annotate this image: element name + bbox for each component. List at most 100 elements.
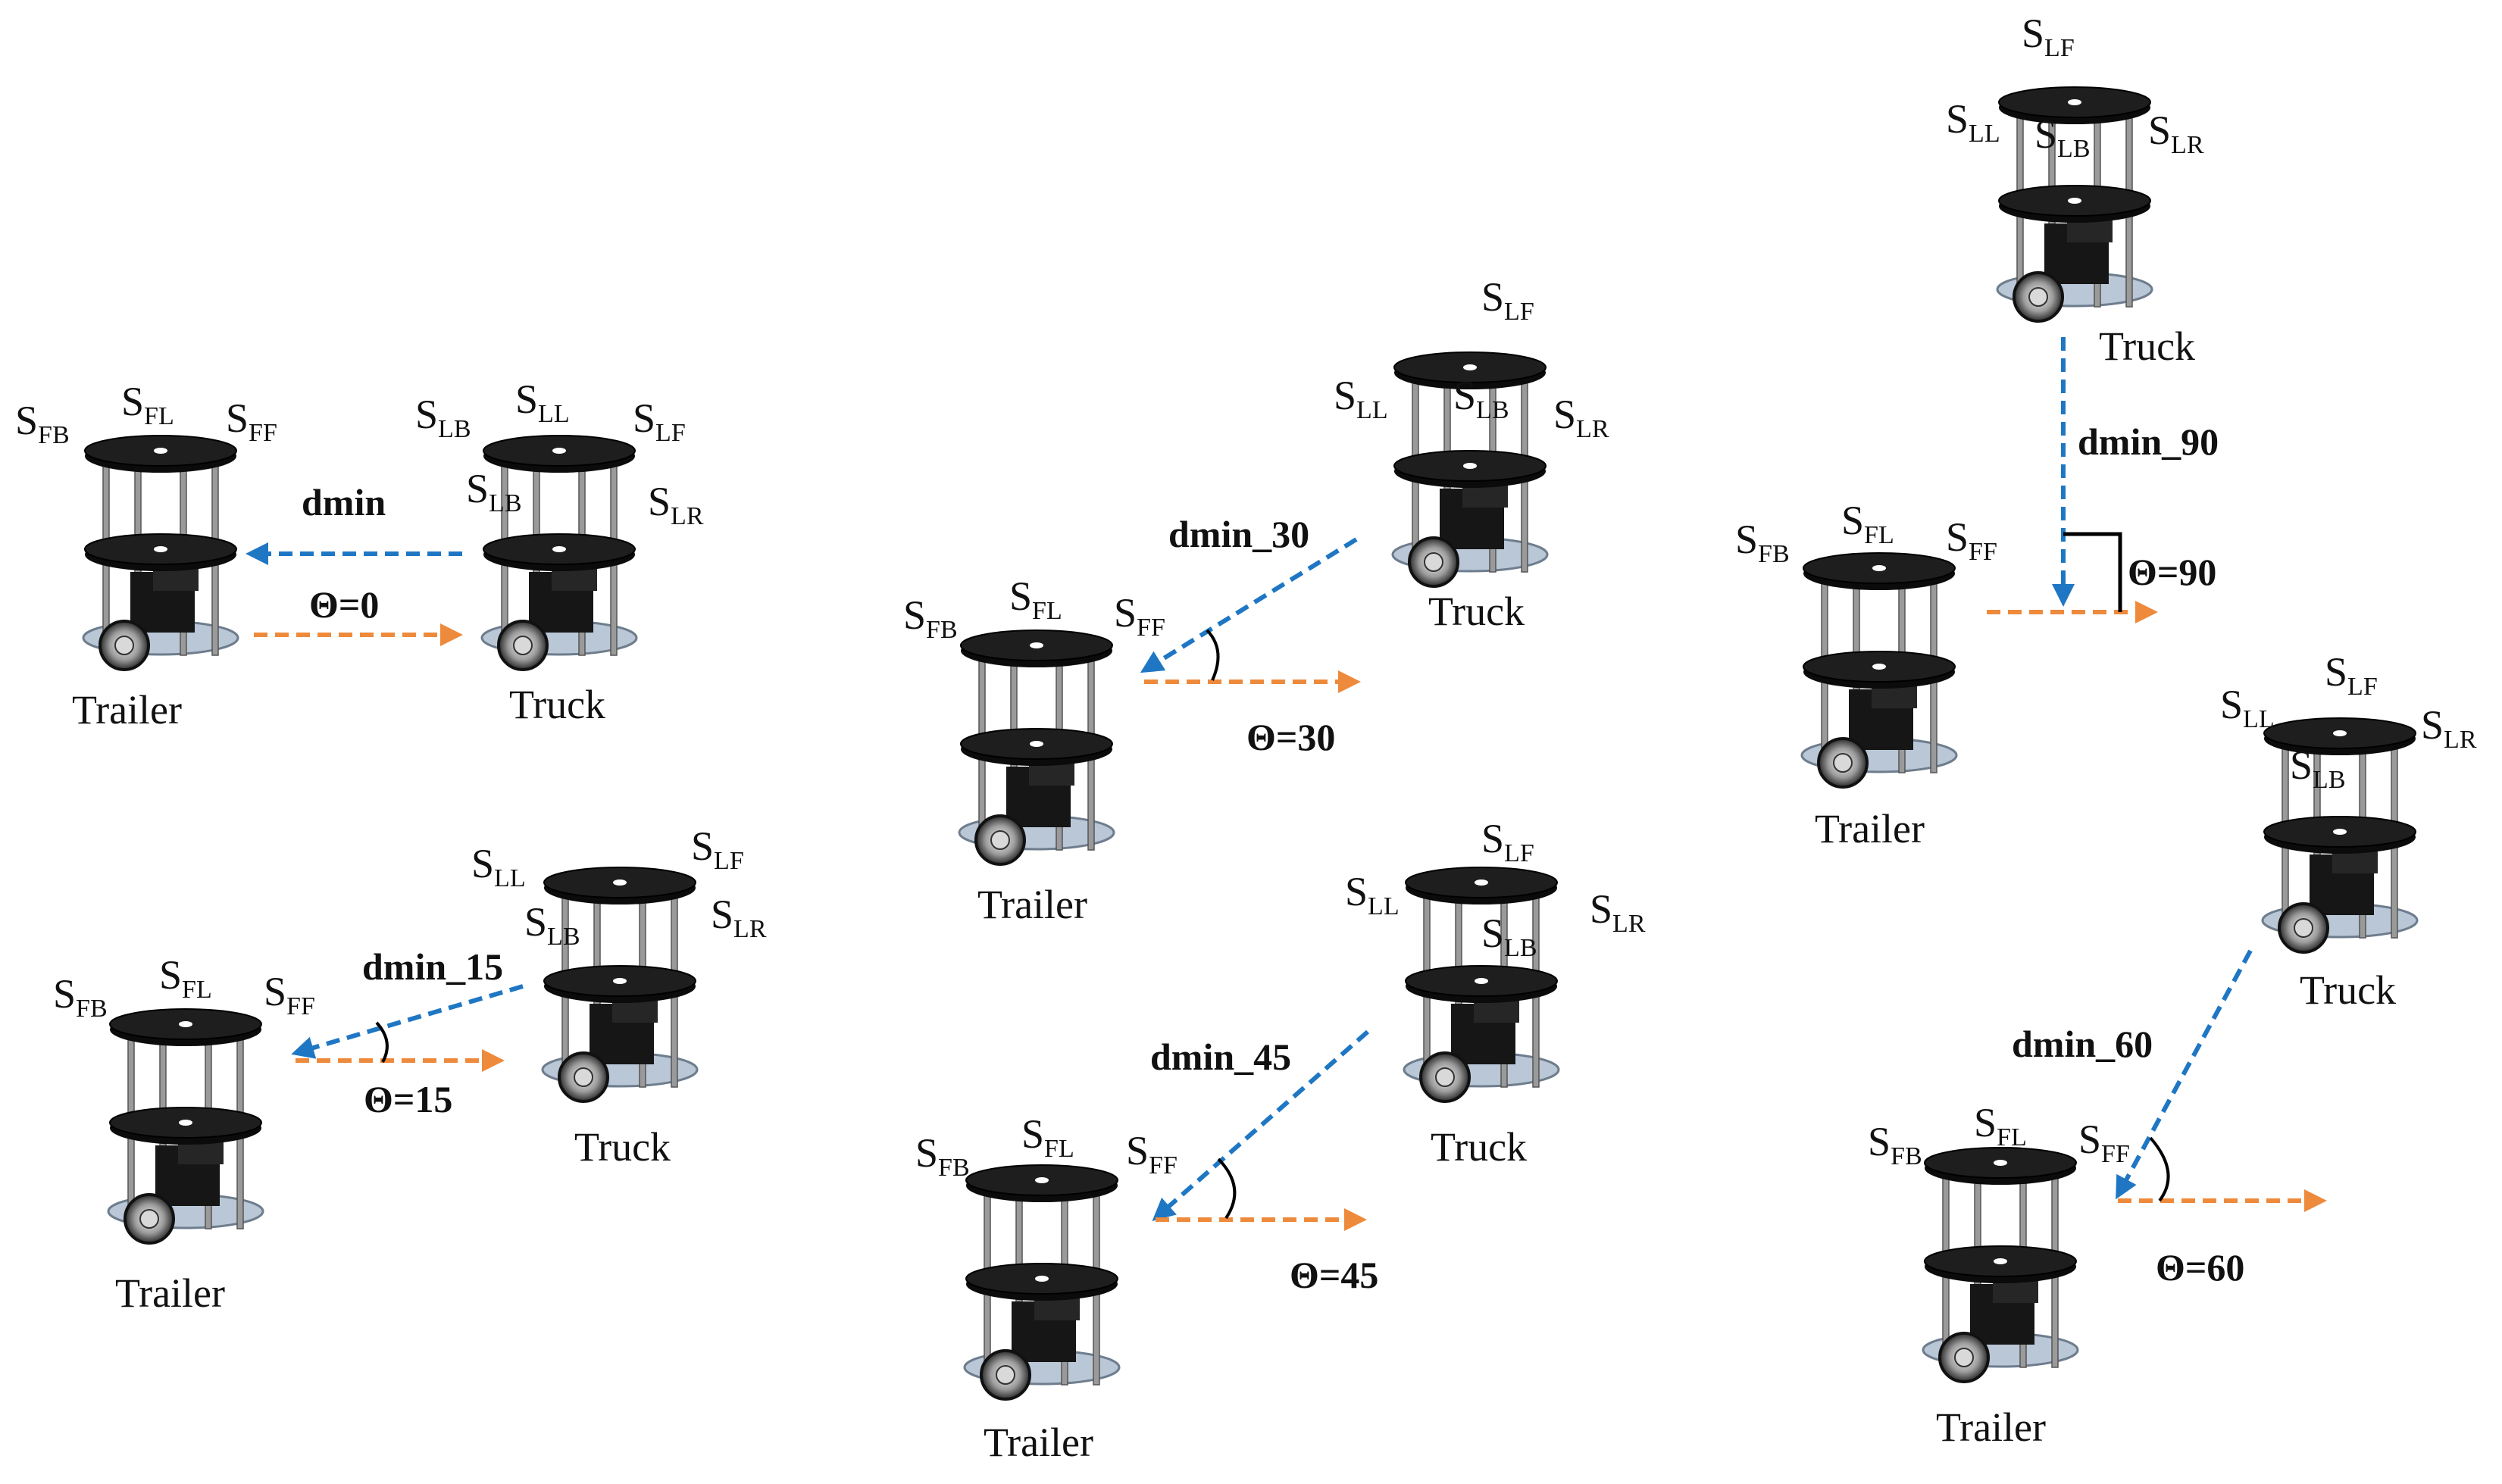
sensor-subscript: LB: [2313, 766, 2345, 794]
trailer-theta60-sensor-fb: SFB: [1868, 1119, 1922, 1170]
sensor-subscript: LL: [1368, 892, 1400, 920]
truck-theta15-sensor-lr: SLR: [711, 892, 767, 943]
angle-arc-theta45: [1217, 1158, 1237, 1220]
angle-label-theta90: Θ=90: [2128, 551, 2216, 593]
truck-theta45-sensor-lb: SLB: [1481, 911, 1537, 962]
sensor-subscript: LB: [2057, 135, 2090, 163]
distance-arrow-theta60: [2116, 949, 2253, 1200]
sensor-letter: S: [1735, 517, 1758, 562]
sensor-subscript: LR: [2444, 726, 2477, 754]
truck-theta30-sensor-ll: SLL: [1334, 373, 1388, 424]
sensor-subscript: LB: [1504, 934, 1537, 962]
trailer-theta60-sensor-ff: SFF: [2078, 1117, 2130, 1168]
sensor-letter: S: [1481, 911, 1504, 956]
truck-theta0-sensor-ll: SLL: [515, 376, 570, 428]
sensor-letter: S: [915, 1130, 938, 1176]
truck-robot-theta60: [2261, 717, 2419, 954]
truck-theta0-sensor-lr: SLR: [648, 479, 704, 530]
trailer-theta15-sensor-ff: SFF: [264, 969, 315, 1020]
sensor-subscript: FL: [1032, 597, 1062, 625]
angle-label-theta30: Θ=30: [1246, 716, 1335, 758]
sensor-subscript: FF: [2101, 1140, 2130, 1168]
truck-theta30-sensor-lr: SLR: [1553, 392, 1609, 443]
trailer-robot-theta30: [958, 630, 1115, 866]
sensor-letter: S: [903, 592, 926, 638]
sensor-subscript: LB: [489, 489, 521, 517]
trailer-robot-theta90: [1800, 552, 1958, 789]
truck-theta15-sensor-lf: SLF: [691, 823, 744, 875]
sensor-letter: S: [2078, 1117, 2101, 1162]
truck-theta45-sensor-ll: SLL: [1345, 869, 1400, 920]
wheel-hub: [996, 1365, 1015, 1385]
trailer-label-theta90: Trailer: [1815, 806, 1925, 851]
disc-hole: [1994, 1160, 2007, 1166]
trailer-robot-theta60: [1922, 1147, 2079, 1383]
truck-theta0-sensor-lb-lower: SLB: [466, 466, 522, 517]
truck-theta0-sensor-lb: SLB: [415, 392, 471, 443]
truck-theta30-sensor-lb: SLB: [1453, 373, 1509, 424]
distance-label-theta90: dmin_90: [2078, 420, 2219, 463]
sensor-letter: S: [1481, 816, 1504, 861]
truck-theta45-sensor-lr: SLR: [1590, 886, 1646, 938]
disc-hole: [1035, 1177, 1049, 1183]
truck-theta60-sensor-lf: SLF: [2325, 649, 2378, 701]
trailer-theta90-sensor-fl: SFL: [1841, 498, 1894, 549]
sensor-letter: S: [1946, 514, 1969, 560]
truck-theta90-sensor-lb: SLB: [2034, 111, 2091, 163]
disc-hole: [613, 879, 627, 886]
trailer-theta0-sensor-ff: SFF: [226, 395, 277, 447]
wheel-hub: [1954, 1348, 1974, 1367]
trailer-theta30-sensor-ff: SFF: [1114, 590, 1165, 642]
distance-label-theta30: dmin_30: [1168, 513, 1309, 555]
sensor-letter: S: [415, 392, 438, 437]
distance-arrow-theta45: [1152, 1029, 1369, 1221]
sensor-subscript: FB: [938, 1154, 970, 1182]
sensor-letter: S: [471, 841, 494, 886]
sensor-letter: S: [1590, 886, 1612, 932]
disc-hole: [179, 1120, 192, 1126]
disc-hole: [1994, 1258, 2007, 1264]
trailer-robot-theta0: [82, 435, 239, 671]
sensor-subscript: FB: [76, 995, 108, 1023]
sensor-subscript: LR: [1612, 910, 1646, 938]
sensor-subscript: LF: [655, 419, 686, 447]
truck-label-theta45: Truck: [1431, 1124, 1527, 1170]
trailer-label-theta30: Trailer: [977, 882, 1087, 927]
trailer-theta30-sensor-fl: SFL: [1009, 573, 1062, 625]
angle-label-theta45: Θ=45: [1290, 1254, 1378, 1296]
sensor-letter: S: [1126, 1128, 1149, 1173]
sensor-subscript: LF: [714, 847, 744, 875]
sensor-subscript: LB: [438, 415, 471, 443]
disc-hole: [2333, 730, 2347, 736]
sensor-letter: S: [524, 899, 547, 945]
trailer-theta0-sensor-fl: SFL: [121, 379, 174, 430]
truck-theta60-sensor-ll: SLL: [2220, 682, 2275, 733]
sensor-letter: S: [1841, 498, 1864, 543]
trailer-label-theta60: Trailer: [1936, 1404, 2046, 1450]
sensor-subscript: FB: [1758, 540, 1790, 568]
disc-hole: [613, 978, 627, 984]
trailer-label-theta15: Trailer: [115, 1270, 225, 1316]
sensor-letter: S: [264, 969, 286, 1014]
sensor-letter: S: [466, 466, 489, 511]
distance-arrow-theta15: [291, 984, 524, 1059]
trailer-theta60-sensor-fl: SFL: [1974, 1100, 2027, 1151]
robots-layer: [82, 86, 2419, 1401]
sensor-letter: S: [2325, 649, 2347, 695]
truck-label-theta0: Truck: [509, 682, 605, 727]
sensor-letter: S: [15, 398, 38, 443]
disc-hole: [1463, 364, 1477, 370]
sensor-subscript: FF: [1149, 1151, 1178, 1179]
disc-hole: [1030, 741, 1043, 747]
truck-label-theta90: Truck: [2099, 323, 2195, 369]
wheel-hub: [513, 636, 533, 655]
sensor-subscript: LR: [2171, 131, 2204, 159]
trailer-theta45-sensor-ff: SFF: [1126, 1128, 1178, 1179]
sensor-letter: S: [1868, 1119, 1891, 1164]
trailer-theta45-sensor-fl: SFL: [1021, 1111, 1074, 1163]
truck-theta90-sensor-lr: SLR: [2148, 108, 2204, 159]
sensor-subscript: FF: [1137, 614, 1165, 642]
sensor-letter: S: [1553, 392, 1576, 437]
distance-label-theta15: dmin_15: [362, 945, 503, 988]
distance-label-theta60: dmin_60: [2012, 1023, 2153, 1065]
